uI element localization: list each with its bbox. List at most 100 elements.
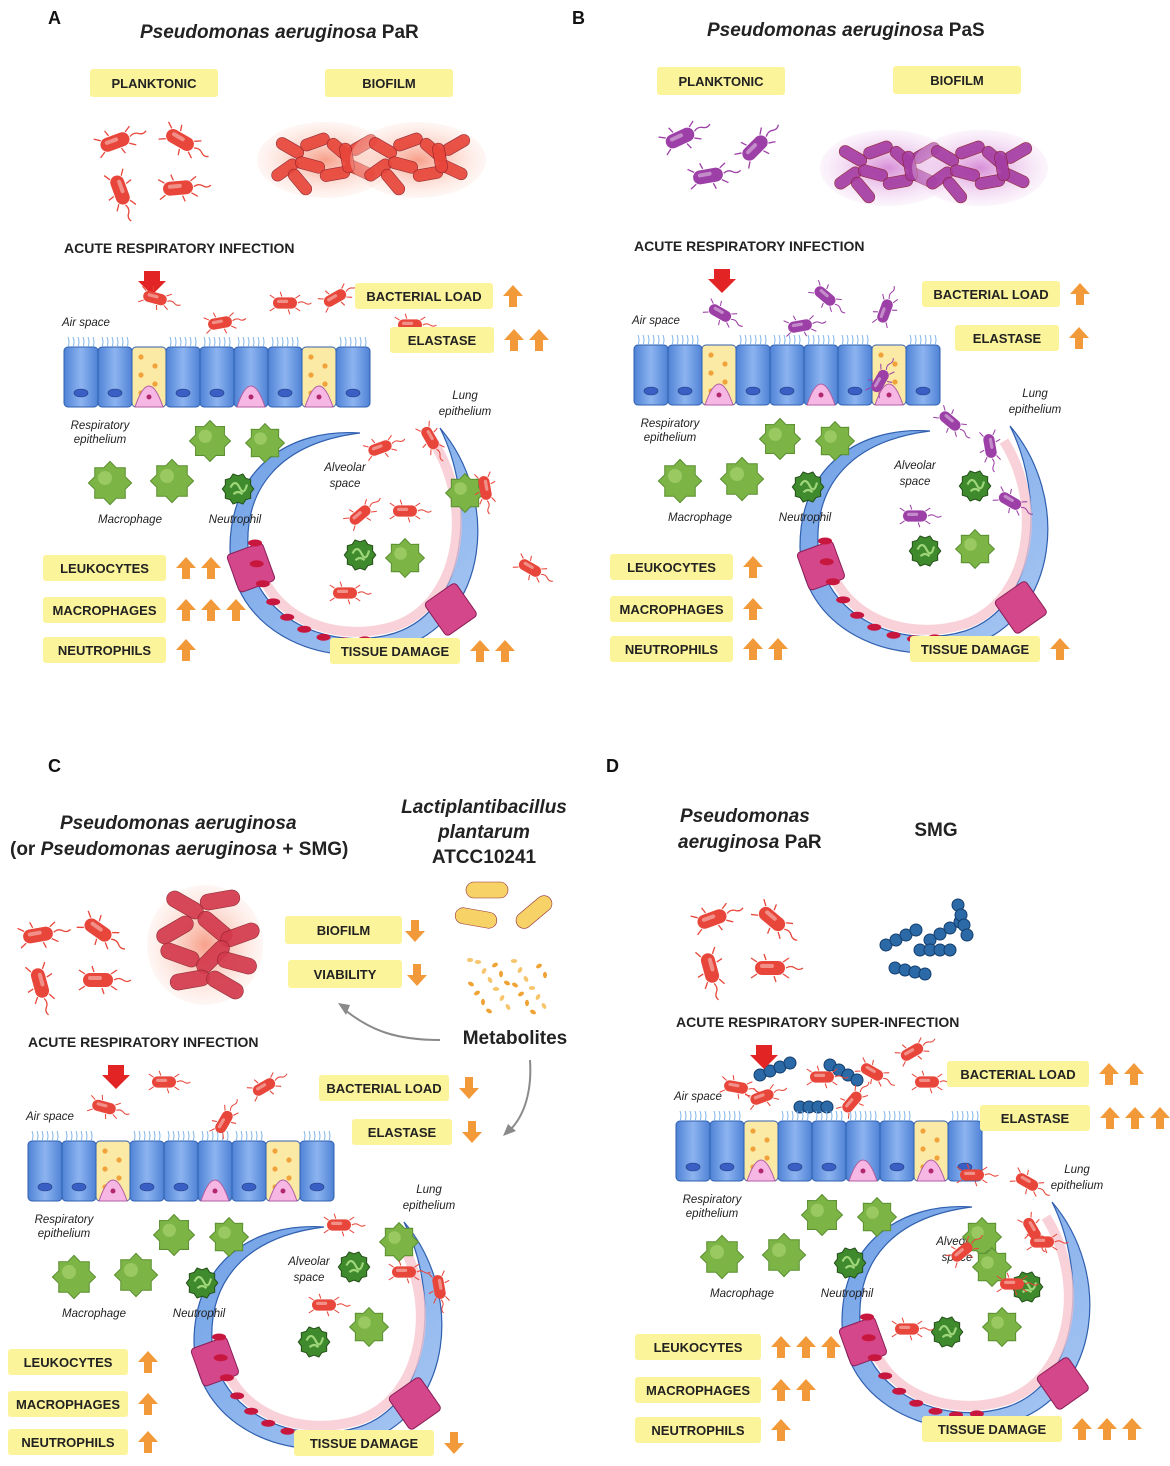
epithelial-cell xyxy=(97,346,133,408)
panel-B-header: B Pseudomonas aeruginosa PaS xyxy=(572,8,985,41)
flagella xyxy=(24,961,56,1016)
arrow-up-icon xyxy=(771,1379,791,1401)
bacterium-body xyxy=(665,127,695,149)
viability-label: VIABILITY xyxy=(288,960,402,988)
bacterium-icon xyxy=(899,504,942,528)
outcome-label: TISSUE DAMAGE xyxy=(294,1430,434,1456)
metabolite-icon xyxy=(466,958,474,962)
cilia xyxy=(158,1130,161,1142)
macrophage-icon xyxy=(348,1306,390,1348)
cilia xyxy=(793,334,796,346)
cell-nucleus xyxy=(719,1162,735,1172)
bacterium-icon xyxy=(76,910,126,950)
macrophage-highlight xyxy=(810,1203,824,1217)
bacterium-body xyxy=(100,132,130,152)
biofilm-label: BIOFILM xyxy=(285,916,402,944)
red-blood-cell xyxy=(909,1399,924,1407)
neutrophil-nucleus xyxy=(351,547,371,562)
planktonic-label: PLANKTONIC xyxy=(90,69,218,97)
bacterium-icon xyxy=(871,286,899,329)
flagella xyxy=(690,902,744,936)
rod-icon xyxy=(942,176,968,204)
cilia xyxy=(657,334,660,346)
bacterium-body xyxy=(30,968,50,998)
arrow-up-icon xyxy=(176,557,196,579)
bacterium-icon xyxy=(783,315,827,337)
cilia xyxy=(934,334,937,346)
type-ii-cell xyxy=(226,542,276,593)
cilia xyxy=(143,1130,146,1142)
bacterium-shine xyxy=(426,430,434,441)
rod-icon xyxy=(300,132,330,152)
bacterium-body xyxy=(755,961,785,975)
epithelial-cell xyxy=(61,1140,97,1202)
bacterium-body xyxy=(252,1078,276,1096)
outcome-label: MACROPHAGES xyxy=(635,1377,761,1403)
label-box-bg xyxy=(610,636,733,662)
bacterium-icon xyxy=(246,1072,288,1102)
bacterium-shine xyxy=(37,972,45,987)
cilia xyxy=(213,336,216,348)
cilia xyxy=(704,1110,707,1122)
cilia xyxy=(153,1130,156,1142)
bacterium-icon xyxy=(329,581,372,605)
red-blood-cell xyxy=(219,1374,234,1382)
bacterium-shine xyxy=(211,319,223,325)
mucus-granule xyxy=(920,1128,926,1134)
cell-nucleus xyxy=(889,1162,905,1172)
cilia xyxy=(869,1110,872,1122)
bacterium-icon xyxy=(933,404,971,439)
label-box-bg xyxy=(635,1377,761,1403)
cilia xyxy=(354,336,357,348)
neutrophil-nucleus xyxy=(305,1334,325,1349)
arrow-up-icon xyxy=(1125,1107,1145,1129)
outcome-label: ELASTASE xyxy=(980,1105,1090,1131)
macrophage-icon xyxy=(758,417,802,461)
label-box-bg xyxy=(8,1391,128,1417)
macrophage-icon xyxy=(113,1252,159,1298)
cilia xyxy=(686,334,689,346)
bacterium-icon xyxy=(343,497,381,532)
bacterium-icon xyxy=(702,298,743,328)
cell-nucleus xyxy=(309,1182,325,1192)
cilia xyxy=(87,336,90,348)
flagella xyxy=(17,921,71,949)
alveolar-label: Alveolar xyxy=(287,1256,331,1268)
arrow-up-icon xyxy=(138,1351,158,1373)
flagella xyxy=(323,1213,366,1237)
neutrophil-label: Neutrophil xyxy=(209,514,262,526)
alveolus xyxy=(190,1221,443,1450)
cilia xyxy=(271,336,274,348)
bacterium-body xyxy=(960,1169,984,1181)
cell-nucleus xyxy=(685,1162,701,1172)
label-box-text: LEUKOCYTES xyxy=(24,1355,113,1370)
bacterium-body xyxy=(152,1076,176,1088)
red-blood-cell xyxy=(860,1313,875,1321)
bacterium-icon xyxy=(750,898,798,941)
epithelial-cell xyxy=(267,346,303,408)
arrow-down-icon xyxy=(405,920,425,942)
label-box-bg xyxy=(893,66,1021,94)
flagella xyxy=(388,1260,431,1284)
metabolite-icon xyxy=(486,1008,492,1014)
cilia xyxy=(676,334,679,346)
panel-C-title-line1: Pseudomonas aeruginosa xyxy=(60,813,297,834)
cilia xyxy=(796,1110,799,1122)
arrow-up-icon xyxy=(495,640,515,662)
neutrophil-nucleus xyxy=(345,1259,365,1274)
flagella xyxy=(512,553,553,583)
label-box-bg xyxy=(610,596,733,622)
cilia xyxy=(318,1130,321,1142)
metabolite-arrow-line xyxy=(344,1009,441,1041)
macrophage-highlight xyxy=(730,467,744,481)
bacterium-icon xyxy=(690,902,744,936)
neutrophil-icon xyxy=(930,1316,964,1348)
biofilm-icon xyxy=(912,130,1048,206)
cilia xyxy=(216,1130,219,1142)
cilia xyxy=(308,1130,311,1142)
cilia xyxy=(240,1130,243,1142)
cilia xyxy=(966,1110,969,1122)
cilia xyxy=(883,1110,886,1122)
metabolite-icon xyxy=(535,994,541,1000)
bacterium-body xyxy=(163,180,193,196)
